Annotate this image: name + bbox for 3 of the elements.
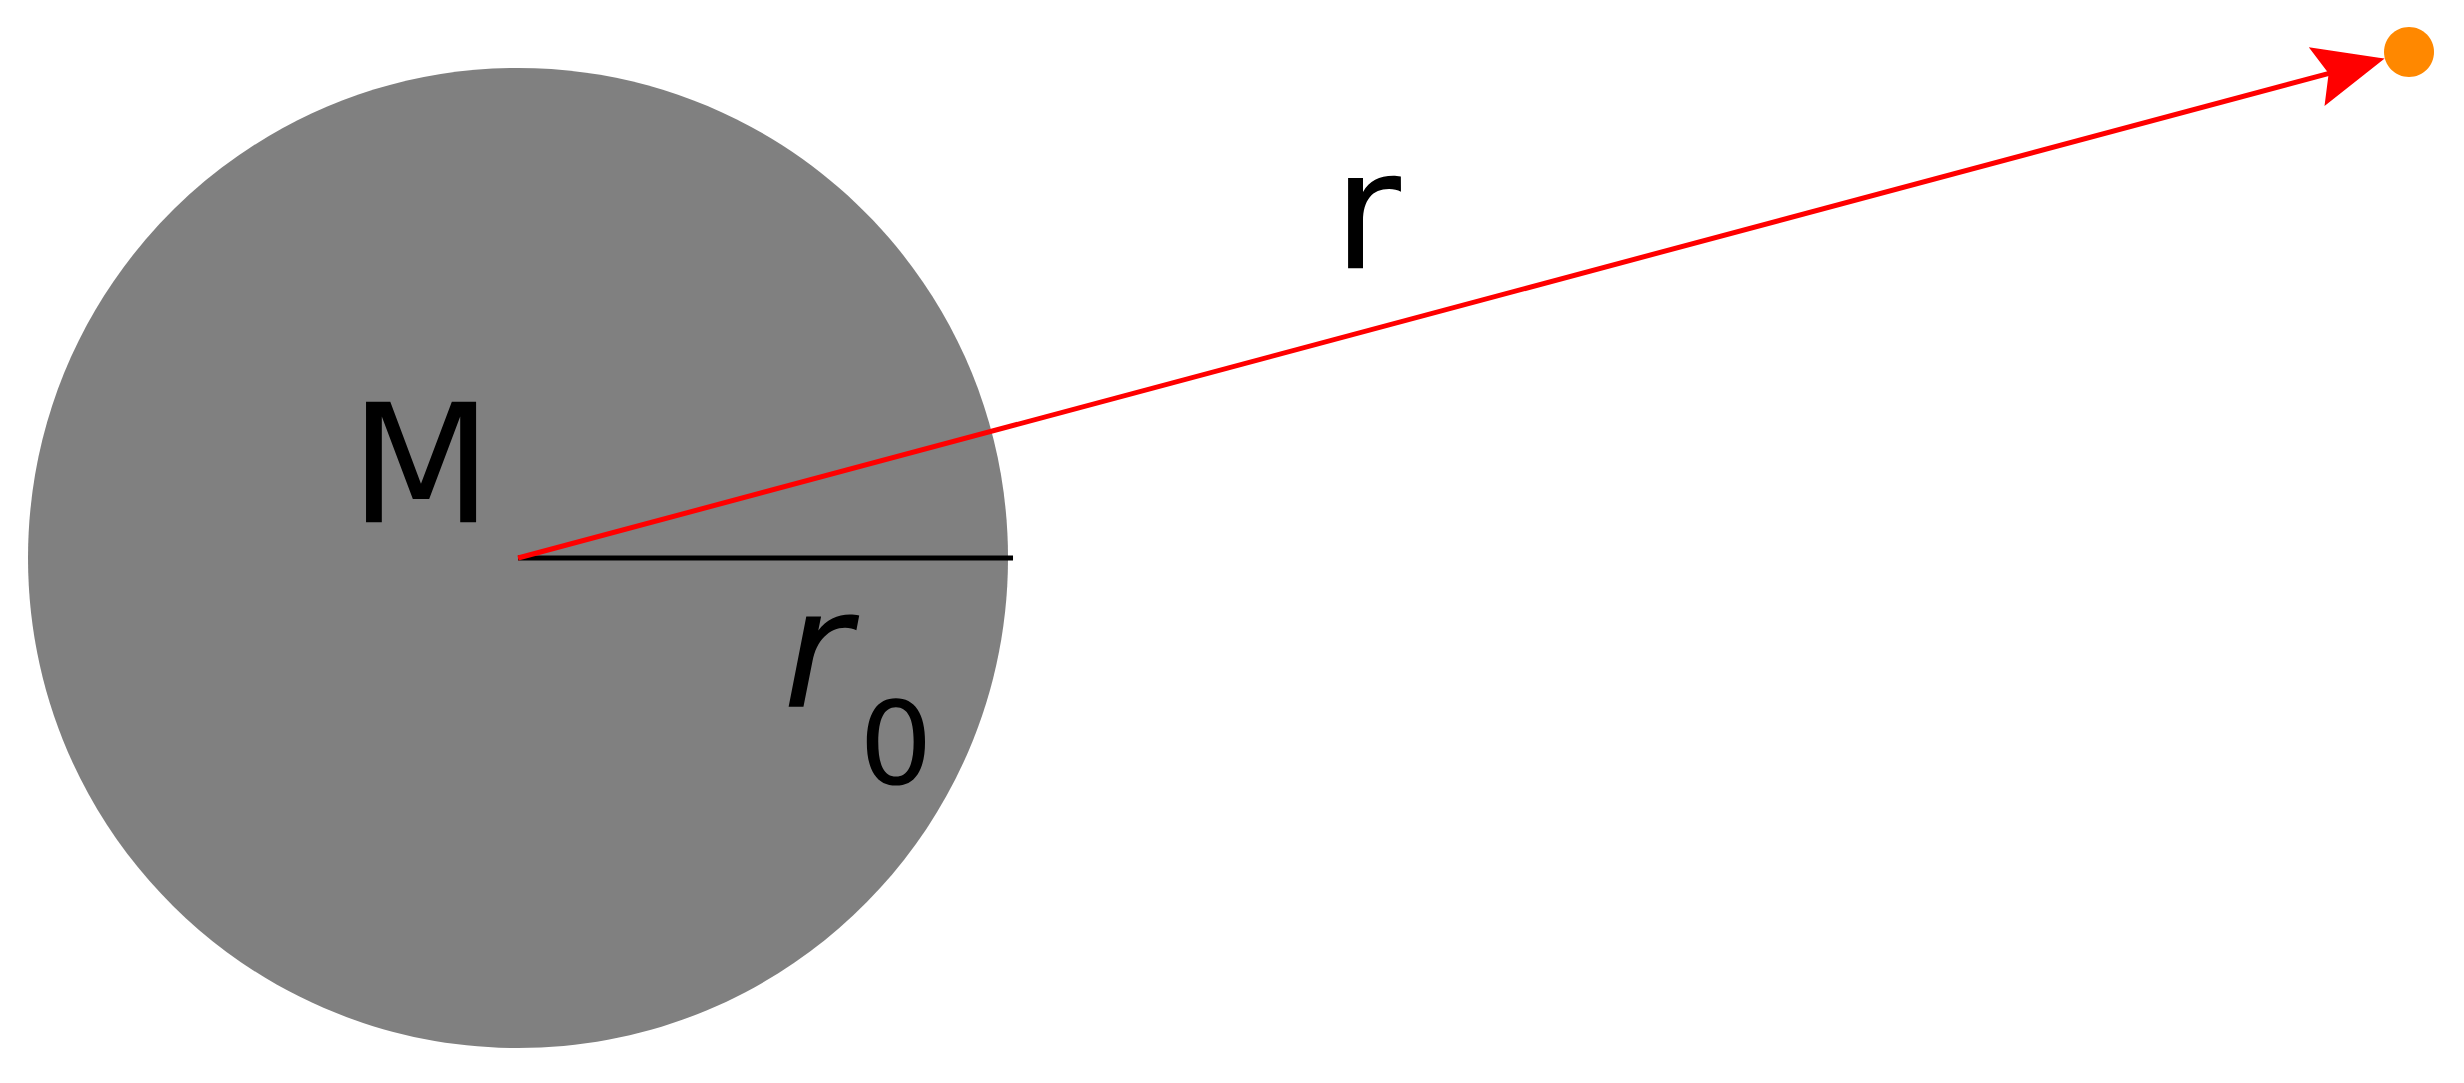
edge-label: r	[1348, 175, 1401, 269]
radius-label: r$_{0}$	[788, 614, 925, 786]
point-mass	[2384, 27, 2434, 77]
